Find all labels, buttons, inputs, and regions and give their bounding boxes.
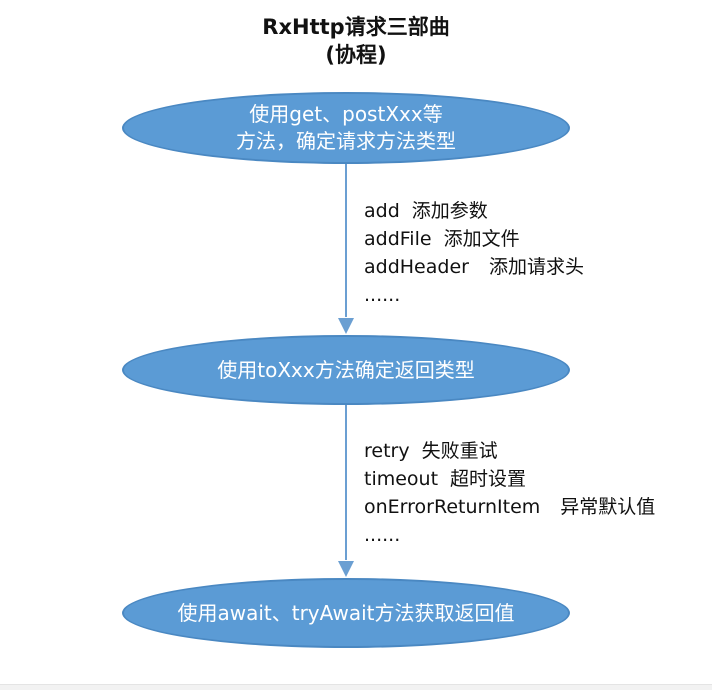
flow-arrow-2-line [345,405,347,560]
flow-arrow-1-head [338,318,354,334]
diagram-subtitle: (协程) [325,43,387,67]
flow-node-get-result: 使用await、tryAwait方法获取返回值 [122,578,570,648]
note-method: addFile [364,228,432,250]
flow-node-return-type-line-1: 使用toXxx方法确定返回类型 [217,357,475,382]
note-description: 失败重试 [421,440,498,462]
note-method: add [364,200,400,222]
flow-node-request-method-line-2: 方法，确定请求方法类型 [236,129,456,153]
note-row: addHeader 添加请求头 [364,253,584,281]
flow-node-return-type: 使用toXxx方法确定返回类型 [122,335,570,405]
note-ellipsis: ...... [364,284,401,306]
flow-node-request-method: 使用get、postXxx等 方法，确定请求方法类型 [122,92,570,164]
bottom-border [0,684,712,690]
note-method: addHeader [364,256,469,278]
note-description: 超时设置 [450,468,527,490]
note-description: 添加文件 [443,228,520,250]
note-description: 添加请求头 [488,256,584,278]
flow-arrow-1-line [345,164,347,317]
note-description: 添加参数 [411,200,488,222]
flow-node-request-method-line-1: 使用get、postXxx等 [249,102,443,126]
note-method: retry [364,440,410,462]
note-ellipsis: ...... [364,524,401,546]
note-row: retry 失败重试 [364,437,655,465]
param-methods-notes: add 添加参数 addFile 添加文件 addHeader 添加请求头 .....… [364,197,584,309]
note-row: onErrorReturnItem 异常默认值 [364,493,655,521]
note-method: onErrorReturnItem [364,496,541,518]
note-row: addFile 添加文件 [364,225,584,253]
flow-arrow-2-head [338,561,354,577]
note-description: 异常默认值 [560,496,656,518]
diagram-title: RxHttp请求三部曲 [262,15,450,39]
note-row: add 添加参数 [364,197,584,225]
operator-methods-notes: retry 失败重试 timeout 超时设置 onErrorReturnItem 异… [364,437,655,549]
note-method: timeout [364,468,439,490]
note-row: timeout 超时设置 [364,465,655,493]
flow-node-get-result-line-1: 使用await、tryAwait方法获取返回值 [177,600,515,625]
